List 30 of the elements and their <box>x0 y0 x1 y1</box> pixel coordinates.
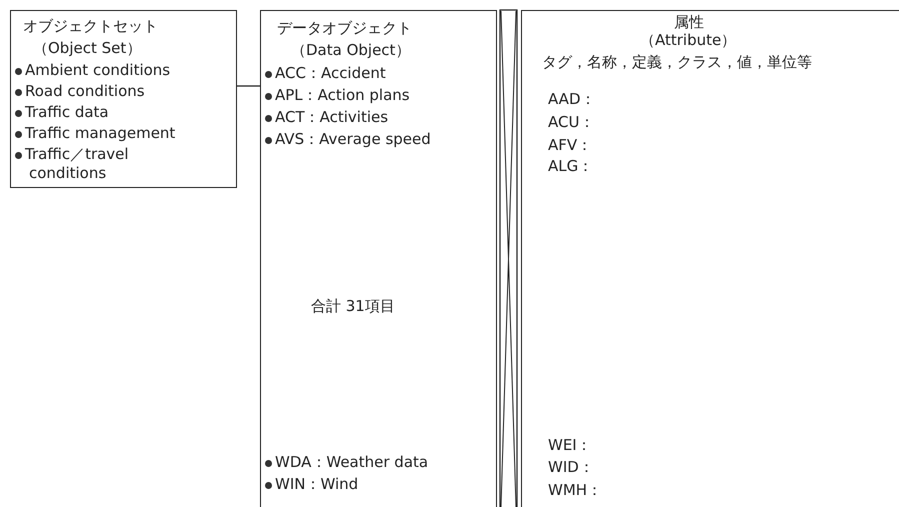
list-item-text: Road conditions <box>25 82 145 101</box>
attribute-code-text: WEI： <box>548 436 592 455</box>
list-item-text: WIN：Wind <box>275 475 358 494</box>
list-item-text: APL：Action plans <box>275 86 410 105</box>
heading-text: （Object Set） <box>33 39 142 58</box>
list-item-text: WDA：Weather data <box>275 453 428 472</box>
attribute-code-text: ACU： <box>548 113 594 132</box>
attribute-code-text: AFV： <box>548 136 592 155</box>
heading-text: （Data Object） <box>291 41 410 60</box>
list-item-text: Traffic／travel conditions <box>25 145 130 183</box>
heading-text: 属性 <box>674 13 704 32</box>
attribute-code-text: ALG： <box>548 157 594 176</box>
connector-line <box>237 85 260 87</box>
attribute-code-text: WMH： <box>548 481 602 500</box>
heading-text: オブジェクトセット <box>23 17 158 36</box>
list-item-text: ACC：Accident <box>275 64 386 83</box>
list-item-text: Ambient conditions <box>25 61 170 80</box>
attribute-code-text: AAD： <box>548 90 596 109</box>
list-item-text: AVS：Average speed <box>275 130 431 149</box>
heading-text: データオブジェクト <box>277 19 412 38</box>
column-header-text: タグ，名称，定義，クラス，値，単位等 <box>542 53 812 72</box>
data-object-box <box>260 10 497 507</box>
list-item-text: Traffic management <box>25 124 176 143</box>
heading-text: （Attribute） <box>640 31 736 50</box>
total-count-text: 合計 31項目 <box>311 297 395 316</box>
attribute-code-text: WID： <box>548 458 594 477</box>
attribute-box <box>521 10 899 507</box>
list-item-text: ACT：Activities <box>275 108 388 127</box>
object-set-box <box>10 10 237 188</box>
list-item-text: Traffic data <box>25 103 109 122</box>
